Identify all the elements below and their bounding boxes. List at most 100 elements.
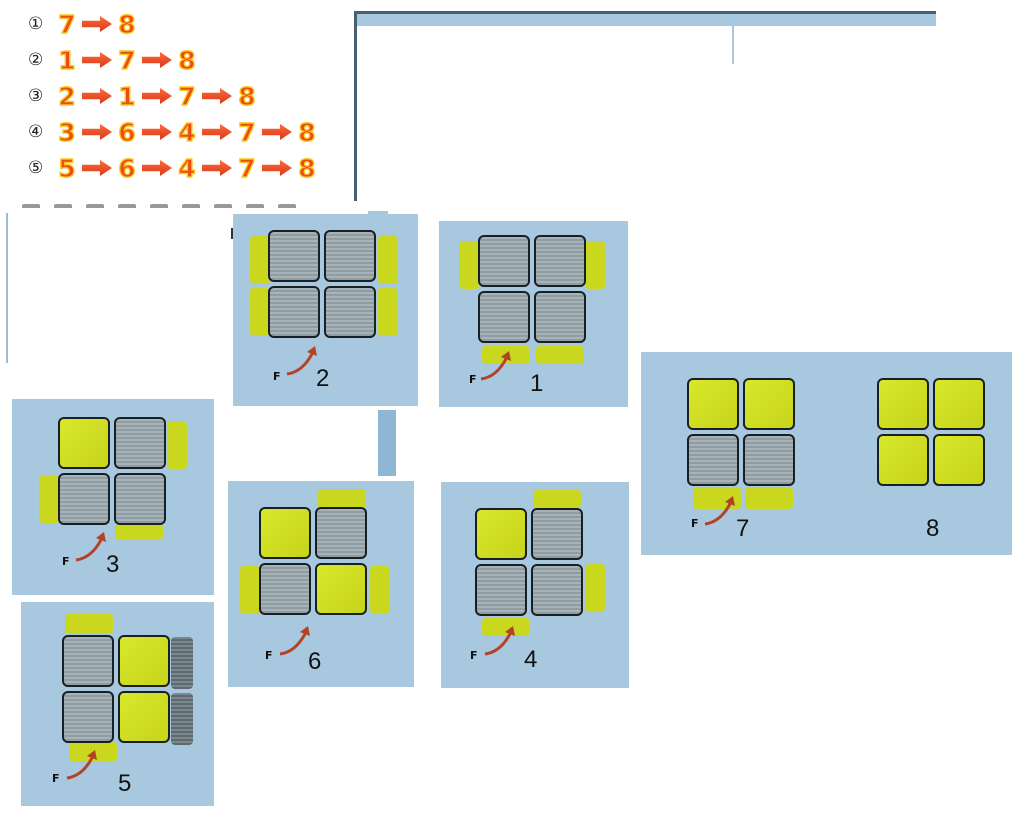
top-frame-left-edge	[354, 11, 357, 201]
right-arrow-icon	[142, 124, 172, 140]
sticker-yellow	[118, 691, 170, 743]
cube-face-step-8	[877, 378, 989, 490]
sequence-step-number: 8	[178, 45, 197, 75]
right-side-flap	[378, 236, 398, 284]
front-face-label: F	[62, 555, 70, 568]
sequence-step-number: 8	[298, 117, 317, 147]
panel-step-6: F 6	[228, 481, 414, 687]
cube-face	[475, 508, 587, 620]
cube-face	[259, 507, 371, 619]
front-face-label: F	[691, 517, 699, 530]
sticker-grey	[478, 291, 530, 343]
front-arrow-icon	[66, 750, 97, 780]
right-arrow-icon	[142, 88, 172, 104]
top-frame-divider	[732, 22, 734, 64]
step-label: 1	[530, 370, 544, 397]
panel-step-1: F 1	[439, 221, 628, 407]
front-face-label: F	[265, 649, 273, 662]
sticker-yellow	[933, 434, 985, 486]
right-arrow-icon	[82, 16, 112, 32]
front-arrow-icon	[279, 626, 310, 656]
sticker-grey	[687, 434, 739, 486]
sequence-step-number: 6	[118, 153, 137, 183]
cube-face-step-7	[687, 378, 799, 490]
right-side-flap	[585, 564, 605, 612]
right-arrow-icon	[82, 52, 112, 68]
sticker-grey	[114, 473, 166, 525]
step-label: 8	[926, 515, 940, 542]
left-edge-line	[6, 213, 8, 363]
sequence-step-number: 7	[118, 45, 137, 75]
blue-strip	[378, 410, 396, 476]
sticker-yellow	[259, 507, 311, 559]
cube-face	[62, 635, 174, 747]
right-arrow-icon	[82, 160, 112, 176]
sticker-yellow	[58, 417, 110, 469]
sticker-yellow	[743, 378, 795, 430]
sequence-step-number: 7	[178, 81, 197, 111]
bottom-flap	[745, 487, 793, 509]
right-arrow-icon	[82, 88, 112, 104]
sequence-step-number: 1	[118, 81, 137, 111]
right-side-flap	[378, 288, 398, 336]
right-arrow-icon	[142, 52, 172, 68]
sequence-steps: 1 7 8	[56, 45, 198, 75]
left-side-flap	[240, 566, 260, 614]
sequence-marker: ①	[28, 14, 44, 34]
sticker-grey	[324, 286, 376, 338]
step-label: 4	[524, 646, 538, 673]
sticker-grey	[531, 564, 583, 616]
sticker-grey	[743, 434, 795, 486]
bottom-flap	[115, 524, 163, 540]
right-side-flap	[167, 421, 187, 469]
left-side-flap	[459, 241, 479, 289]
sequence-step-number: 4	[178, 153, 197, 183]
step-label: 3	[106, 551, 120, 578]
sticker-grey	[268, 230, 320, 282]
front-arrow-icon	[484, 626, 515, 656]
sticker-grey	[531, 508, 583, 560]
right-side-flap-grey	[171, 637, 193, 689]
sticker-grey	[324, 230, 376, 282]
sticker-yellow	[687, 378, 739, 430]
sequence-step-number: 7	[238, 117, 257, 147]
front-arrow-icon	[75, 532, 106, 562]
right-side-flap-grey	[171, 693, 193, 745]
sequence-marker: ⑤	[28, 158, 44, 178]
sticker-grey	[259, 563, 311, 615]
front-face-label: F	[470, 649, 478, 662]
sticker-grey	[475, 564, 527, 616]
blue-strip-top	[368, 211, 388, 215]
sequence-step-number: 1	[58, 45, 77, 75]
right-side-flap	[370, 566, 390, 614]
left-side-flap	[250, 288, 270, 336]
right-arrow-icon	[82, 124, 112, 140]
sequence-step-number: 4	[178, 117, 197, 147]
top-frame	[356, 11, 936, 26]
panel-step-3: F 3	[12, 399, 214, 595]
sequence-step-number: 7	[238, 153, 257, 183]
right-arrow-icon	[262, 124, 292, 140]
sequence-step-number: 3	[58, 117, 77, 147]
step-label: 7	[736, 515, 750, 542]
right-arrow-icon	[142, 160, 172, 176]
front-arrow-icon	[480, 351, 511, 381]
left-side-flap	[39, 475, 59, 523]
sticker-yellow	[315, 563, 367, 615]
edge-tick	[231, 228, 234, 239]
panel-step-4: F 4	[441, 482, 629, 688]
sticker-yellow	[118, 635, 170, 687]
sequence-step-number: 5	[58, 153, 77, 183]
sticker-grey	[62, 635, 114, 687]
cropped-text-line	[22, 198, 352, 208]
sticker-grey	[534, 235, 586, 287]
top-flap	[533, 490, 581, 508]
cube-face	[268, 230, 380, 342]
sequence-marker: ③	[28, 86, 44, 106]
